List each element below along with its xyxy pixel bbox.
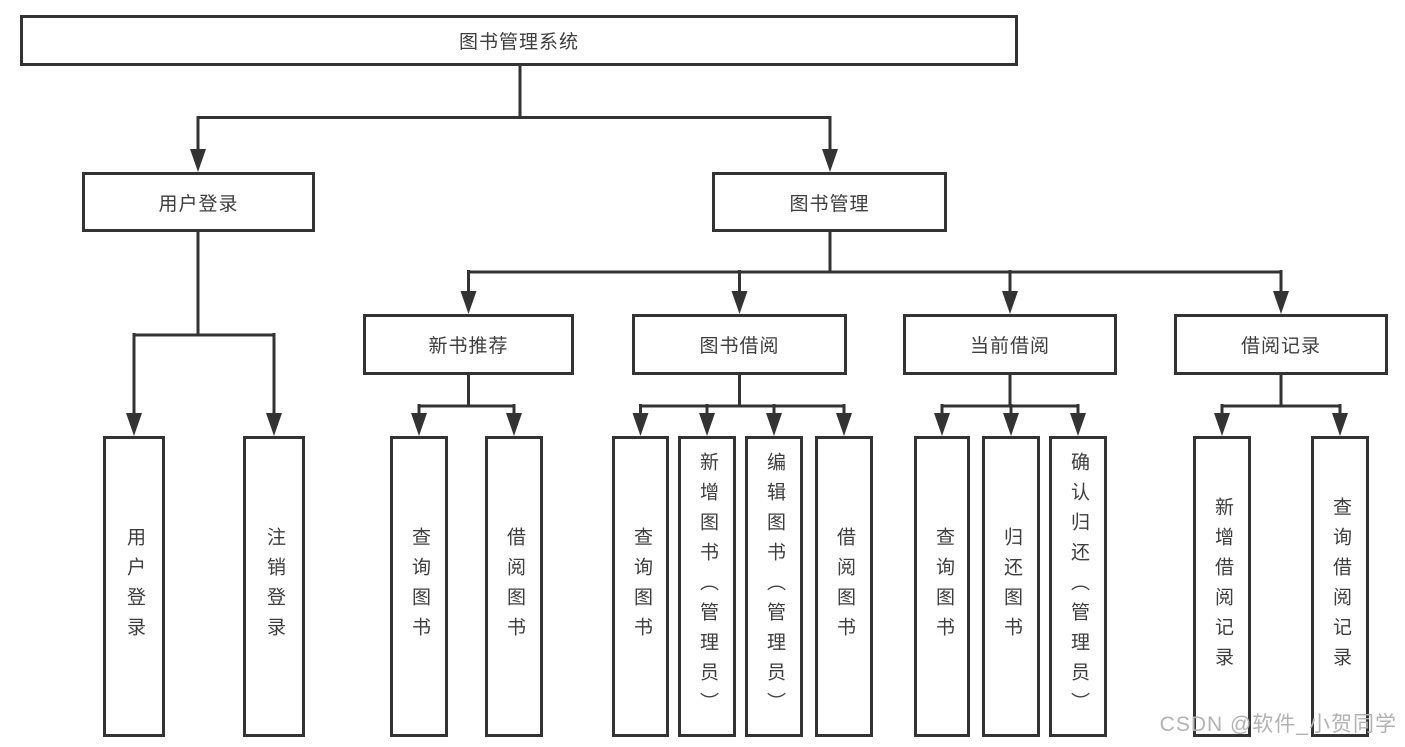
connector-arrowhead [1070, 413, 1086, 436]
connector-arrowhead [632, 413, 649, 436]
connector-arrowhead [190, 149, 206, 172]
connector-arrowhead [1214, 413, 1230, 436]
node-library-management-system: 图书管理系统 [20, 15, 1018, 66]
connector-arrowhead [460, 291, 477, 314]
connector-arrowhead [766, 413, 782, 436]
leaf-user-login: 用户登录 [103, 436, 165, 737]
csdn-watermark: CSDN @软件_小贺同学 [1159, 713, 1397, 736]
leaf-query-books-2: 查询图书 [612, 436, 669, 737]
leaf-borrow-books-2: 借阅图书 [815, 436, 873, 737]
node-book-borrow: 图书借阅 [632, 314, 847, 375]
node-current-borrow: 当前借阅 [903, 314, 1117, 375]
node-borrow-records: 借阅记录 [1174, 314, 1388, 375]
node-user-login: 用户登录 [82, 172, 315, 232]
connector-arrowhead [934, 413, 950, 436]
connector-arrowhead [1002, 291, 1018, 314]
connector-arrowhead [836, 413, 852, 436]
leaf-query-books-1: 查询图书 [390, 436, 448, 737]
leaf-logout: 注销登录 [243, 436, 305, 737]
leaf-add-books-admin: 新增图书（管理员） [678, 436, 736, 737]
connector-arrowhead [1003, 413, 1019, 436]
connector-arrowhead [126, 413, 142, 436]
connector-arrowhead [1273, 291, 1289, 314]
node-new-book-recommend: 新书推荐 [363, 314, 574, 375]
node-book-management: 图书管理 [712, 172, 947, 232]
leaf-add-borrow-record: 新增借阅记录 [1193, 436, 1251, 737]
connector-arrowhead [731, 291, 748, 314]
connector-arrowhead [1332, 413, 1348, 436]
leaf-query-borrow-record: 查询借阅记录 [1311, 436, 1369, 737]
connector-arrowhead [266, 413, 282, 436]
leaf-return-books: 归还图书 [982, 436, 1040, 737]
connector-arrowhead [506, 413, 522, 436]
connector-arrowhead [411, 413, 427, 436]
connector-arrowhead [699, 413, 715, 436]
leaf-query-books-3: 查询图书 [914, 436, 970, 737]
leaf-borrow-books-1: 借阅图书 [485, 436, 543, 737]
connector-arrowhead [822, 149, 838, 172]
leaf-confirm-return-admin: 确认归还（管理员） [1049, 436, 1107, 737]
leaf-edit-books-admin: 编辑图书（管理员） [745, 436, 803, 737]
